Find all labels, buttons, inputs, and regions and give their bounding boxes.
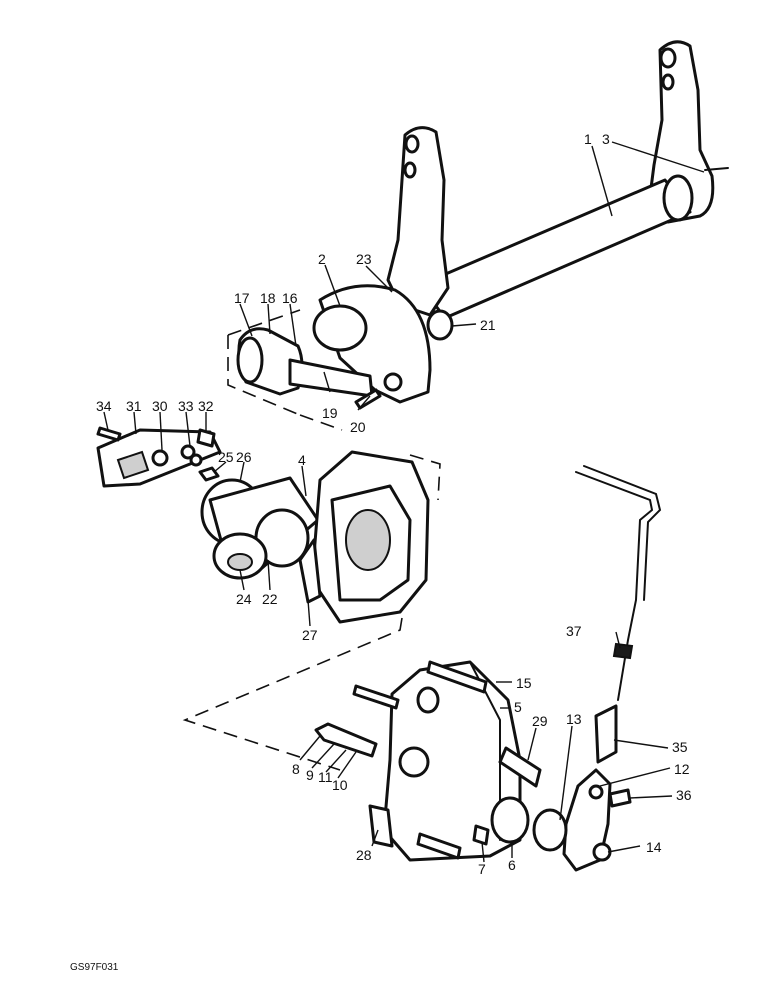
callout-29: 29 (532, 713, 548, 729)
callout-18: 18 (260, 290, 276, 306)
plug-32 (196, 428, 216, 448)
lift-cylinder-group (200, 450, 430, 624)
callout-26: 26 (236, 449, 252, 465)
callout-32: 32 (198, 398, 214, 414)
callout-5: 5 (514, 699, 522, 715)
callout-34: 34 (96, 398, 112, 414)
left-lift-arm (386, 126, 450, 317)
bolt-29 (498, 746, 542, 788)
callout-19: 19 (322, 405, 338, 421)
callout-35: 35 (672, 739, 688, 755)
screw-7 (472, 824, 490, 846)
callout-22: 22 (262, 591, 278, 607)
leader-lines (103, 141, 705, 863)
callout-3: 3 (602, 131, 610, 147)
callout-30: 30 (152, 398, 168, 414)
callout-23: 23 (356, 251, 372, 267)
callout-14: 14 (646, 839, 662, 855)
callout-12: 12 (674, 761, 690, 777)
dashed-group-outline-middle (182, 414, 441, 771)
stud-top (352, 684, 400, 710)
callout-2: 2 (318, 251, 326, 267)
rock-shaft (418, 178, 692, 320)
callout-31: 31 (126, 398, 142, 414)
bolt-36 (608, 788, 632, 808)
callout-16: 16 (282, 290, 298, 306)
control-linkage-group (532, 465, 662, 872)
bolt-15 (426, 660, 488, 694)
callout-13: 13 (566, 711, 582, 727)
bolt-34 (96, 426, 122, 442)
lever-27 (298, 538, 322, 604)
callout-10: 10 (332, 777, 348, 793)
callout-27: 27 (302, 627, 318, 643)
bolt-lower (416, 832, 462, 860)
callout-20: 20 (350, 419, 366, 435)
callout-17: 17 (234, 290, 250, 306)
spring-clip-14 (592, 842, 612, 862)
dashed-group-outline-upper (227, 309, 301, 416)
callout-9: 9 (306, 767, 314, 783)
callout-6: 6 (508, 857, 516, 873)
callout-labels: 1 2 3 4 5 6 7 8 9 10 11 12 13 14 15 16 1… (96, 131, 692, 877)
valve-spool-8-11 (314, 722, 378, 758)
bush-13 (532, 808, 568, 852)
callout-15: 15 (516, 675, 532, 691)
callout-25: 25 (218, 449, 234, 465)
callout-1: 1 (584, 131, 592, 147)
rock-shaft-assembly (236, 40, 729, 410)
valve-body-6 (490, 796, 530, 844)
callout-4: 4 (298, 452, 306, 468)
callout-21: 21 (480, 317, 496, 333)
callout-28: 28 (356, 847, 372, 863)
port-cover-group (96, 426, 222, 488)
callout-36: 36 (676, 787, 692, 803)
stud-28 (368, 804, 394, 848)
lock-nut-37 (612, 642, 634, 660)
callout-11: 11 (318, 769, 333, 785)
callout-33: 33 (178, 398, 194, 414)
callout-37: 37 (566, 623, 582, 639)
figure-code: GS97F031 (70, 962, 119, 973)
clevis-35 (594, 704, 618, 764)
callout-24: 24 (236, 591, 252, 607)
callout-8: 8 (292, 761, 300, 777)
control-rod-37 (575, 471, 654, 701)
nipple-25 (198, 466, 220, 482)
callout-7: 7 (478, 861, 486, 877)
